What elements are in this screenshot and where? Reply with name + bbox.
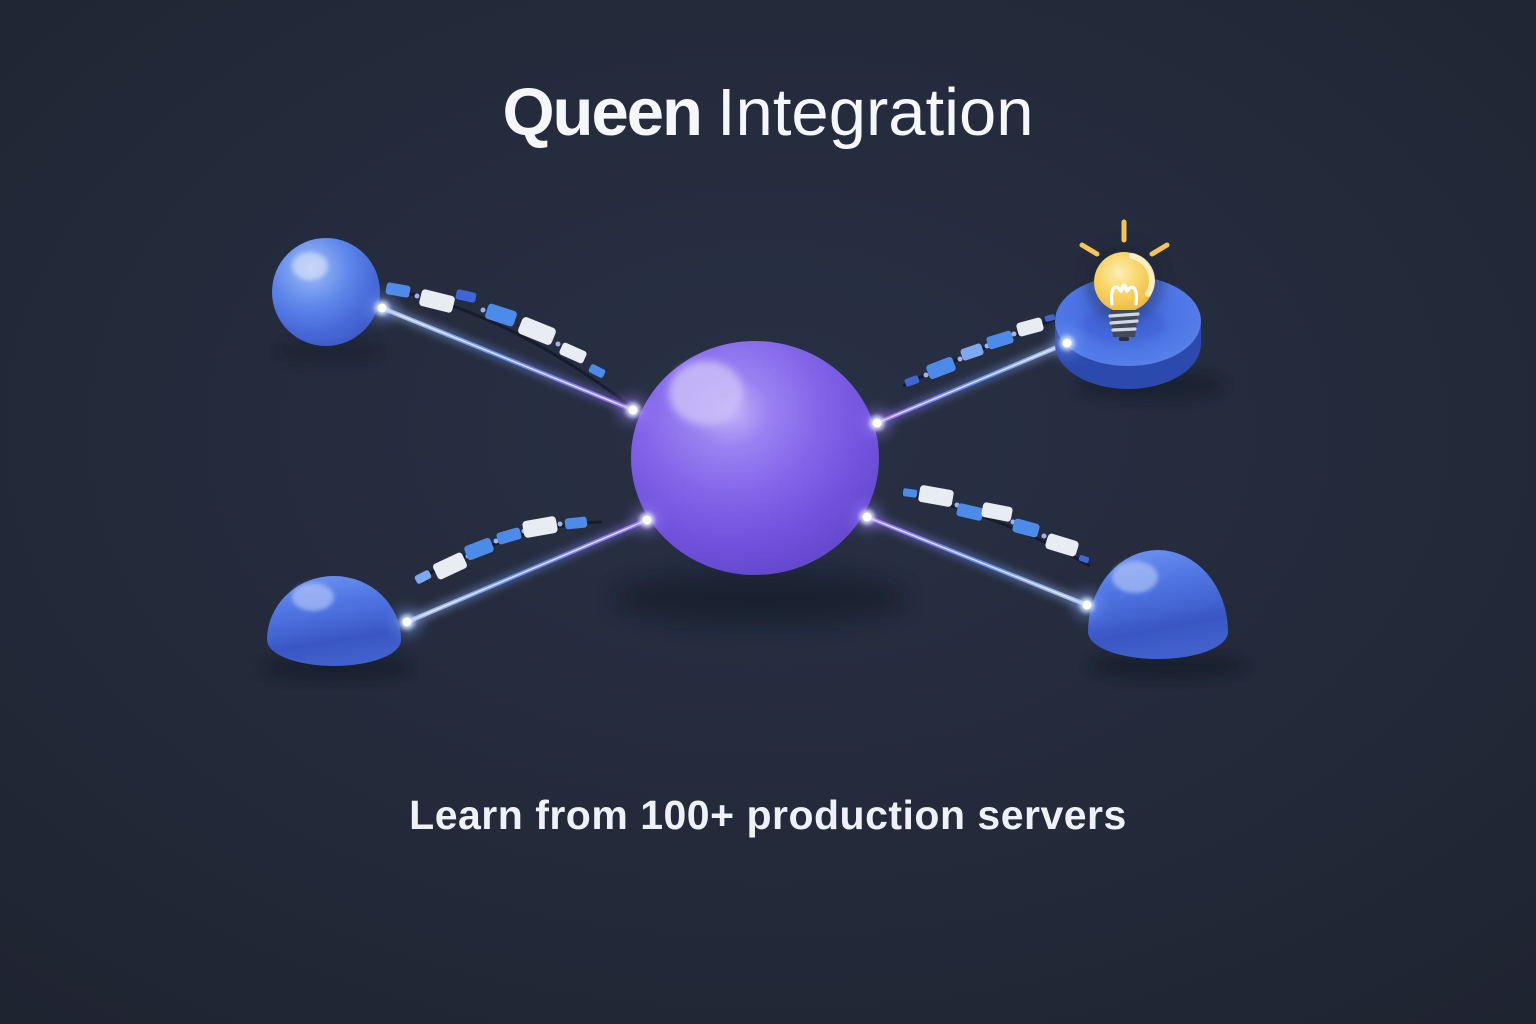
glow-dot bbox=[1072, 590, 1102, 620]
server-dome-bottom-right bbox=[1088, 550, 1228, 659]
connection-glow-dots bbox=[367, 293, 1102, 637]
data-stream-bottom-right bbox=[902, 485, 1090, 563]
lightbulb-icon bbox=[1079, 219, 1170, 341]
beam-bottom-right bbox=[862, 512, 1092, 610]
glow-dot bbox=[632, 505, 662, 535]
data-stream-top-right bbox=[904, 314, 1056, 387]
beam-top-right bbox=[872, 338, 1072, 428]
glow-dot bbox=[862, 408, 892, 438]
beam-top-left bbox=[377, 303, 638, 415]
glow-dot bbox=[367, 293, 397, 323]
central-hub-sphere bbox=[631, 341, 879, 575]
data-stream-bottom-left bbox=[414, 516, 588, 584]
glow-dot bbox=[618, 395, 648, 425]
glow-dot bbox=[852, 502, 882, 532]
glow-dot bbox=[1052, 328, 1082, 358]
data-stream-top-left bbox=[385, 282, 606, 378]
title-rest: Integration bbox=[716, 75, 1034, 150]
server-disc-top-right bbox=[1055, 219, 1201, 389]
lightbulb-rays bbox=[1079, 219, 1170, 257]
page-subtitle: Learn from 100+ production servers bbox=[409, 792, 1127, 838]
server-dome-bottom-left bbox=[267, 576, 401, 666]
server-sphere-top-left bbox=[272, 238, 380, 346]
beam-bottom-left bbox=[402, 515, 652, 627]
light-beams bbox=[377, 303, 1092, 627]
glow-dot bbox=[392, 607, 422, 637]
title-brand: Queen bbox=[502, 75, 702, 150]
